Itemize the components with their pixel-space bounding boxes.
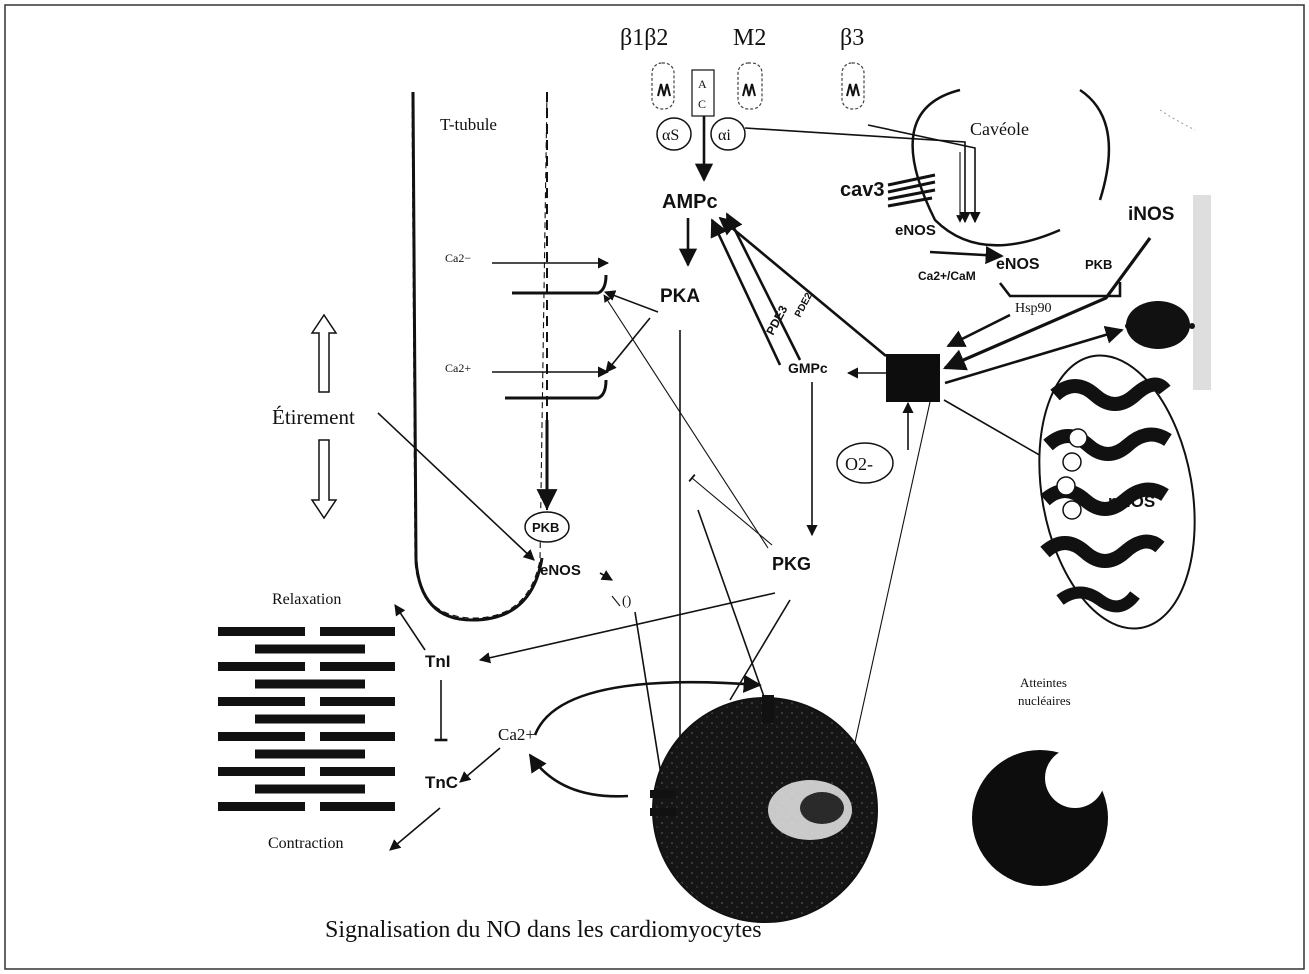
ac-bottom-label: C (698, 97, 706, 111)
receptor-b3-icon (842, 63, 864, 109)
ac-top-label: A (698, 77, 707, 91)
relaxation-label: Relaxation (272, 591, 341, 608)
filament-bar (255, 715, 365, 724)
ca-cam-label: Ca2+/CaM (918, 269, 976, 283)
filament-bar (320, 767, 395, 776)
hsp90-label: Hsp90 (1015, 301, 1052, 316)
contraction-label: Contraction (268, 835, 344, 852)
dark-organelle-icon (1125, 301, 1195, 349)
filament-bar (320, 662, 395, 671)
pkg-label: PKG (772, 554, 811, 574)
filament-bar (255, 645, 365, 654)
enos-caveole-2-label: eNOS (996, 256, 1040, 273)
filament-bar (320, 732, 395, 741)
enos-caveole-1-label: eNOS (895, 222, 936, 239)
filament-bar (320, 627, 395, 636)
filament-bar (255, 680, 365, 689)
stretch-up-arrow-icon (312, 315, 336, 392)
filament-bar (255, 785, 365, 794)
t-tubule-label: T-tubule (440, 115, 497, 134)
nucleaires-label: nucléaires (1018, 693, 1071, 708)
pka-label: PKA (660, 286, 700, 307)
filament-bar (218, 627, 305, 636)
tnc-label: TnC (425, 773, 458, 792)
ampc-label: AMPc (662, 191, 718, 213)
inos-label: iNOS (1128, 204, 1174, 225)
pde2-label: PDE2 (793, 291, 815, 320)
image-border-smudge (1193, 195, 1211, 390)
figure-caption: Signalisation du NO dans les cardiomyocy… (325, 917, 762, 943)
o-label: () (622, 594, 632, 609)
pkb-caveole-label: PKB (1085, 257, 1112, 272)
beta3-label: β3 (840, 25, 864, 51)
filament-bar (218, 697, 305, 706)
cav3-label: cav3 (840, 179, 885, 201)
filament-bar (218, 732, 305, 741)
ca2-lower-label: Ca2+ (498, 725, 535, 744)
no-molecule-box (886, 354, 940, 402)
beta1-beta2-label: β1β2 (620, 25, 668, 51)
receptor-b1b2-icon (652, 63, 674, 109)
enos-left-label: eNOS (540, 562, 581, 579)
nnos-label: nNOS (1108, 492, 1155, 511)
filament-bar (255, 750, 365, 759)
ca2-minus-label: Ca2− (445, 251, 471, 265)
cav3-icon (888, 175, 935, 206)
filament-bar (320, 802, 395, 811)
sarcoplasmic-reticulum-sphere (650, 695, 877, 922)
sarcomere-filaments (218, 627, 395, 811)
receptor-m2-icon (738, 63, 762, 109)
alpha-s-label: αS (662, 127, 679, 144)
ca2-plus-upper-label: Ca2+ (445, 361, 471, 375)
calcium-channel-lower (492, 372, 608, 398)
alpha-i-label: αi (718, 127, 731, 144)
tni-label: TnI (425, 652, 451, 671)
o2-label: O2- (845, 454, 873, 474)
filament-bar (218, 662, 305, 671)
calcium-channel-upper (492, 263, 608, 293)
stretch-down-arrow-icon (312, 440, 336, 518)
filament-bar (218, 767, 305, 776)
caveole-label: Cavéole (970, 119, 1029, 139)
gmpc-label: GMPc (788, 360, 828, 376)
pkb-left-label: PKB (532, 520, 559, 535)
filament-bar (218, 802, 305, 811)
etirement-label: Étirement (272, 405, 355, 429)
t-tubule (412, 92, 547, 620)
m2-label: M2 (733, 25, 766, 51)
nucleus-damage-icon (972, 748, 1108, 886)
filament-bar (320, 697, 395, 706)
atteintes-label: Atteintes (1020, 675, 1067, 690)
